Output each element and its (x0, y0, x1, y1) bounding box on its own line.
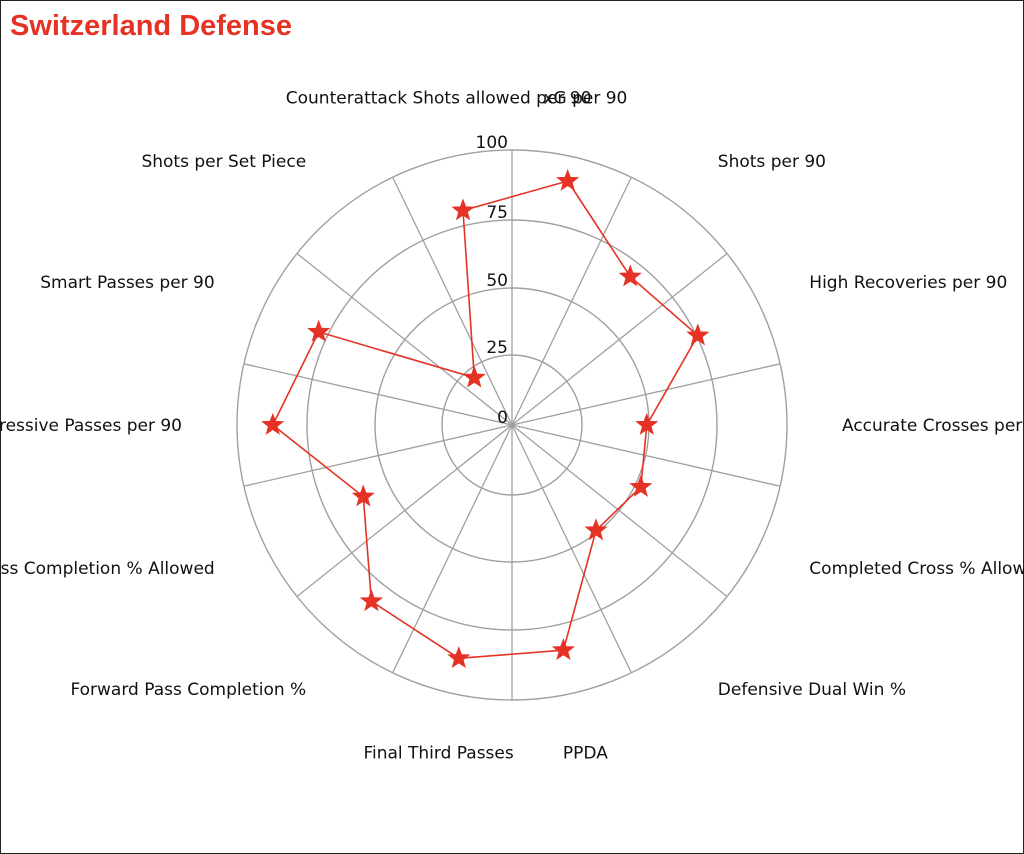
grid-spoke-5 (511, 424, 781, 487)
category-label: Forward Pass Completion % (70, 680, 306, 700)
radial-tick-label: 100 (476, 133, 508, 153)
grid-spoke-12 (243, 363, 513, 426)
grid-spoke-9 (392, 424, 513, 674)
category-label: Final Third Passes (363, 744, 513, 764)
grid-spoke-11 (243, 424, 513, 487)
data-point-star (635, 412, 659, 435)
grid-spoke-10 (296, 424, 513, 597)
radial-tick-label: 75 (486, 203, 508, 223)
data-point-star (359, 589, 384, 612)
chart-title: Switzerland Defense (10, 10, 293, 42)
data-point-star (462, 365, 486, 388)
category-label: Shots per 90 (718, 152, 826, 172)
data-point-star (447, 646, 471, 669)
data-point-star (629, 474, 653, 497)
data-point-star (261, 412, 285, 435)
data-point-star (307, 319, 331, 342)
data-point-star (451, 198, 475, 221)
grid-spoke-3 (511, 253, 728, 426)
series-switzerland (261, 168, 710, 669)
category-labels: xG per 90 Shots per 90 High Recoveries per… (0, 88, 1024, 763)
category-label: High Recoveries per 90 (809, 273, 1007, 293)
data-point-star (351, 484, 375, 507)
data-point-star (551, 638, 576, 661)
category-label: Completed Cross % Allowed (809, 559, 1024, 579)
radial-tick-label: 25 (486, 338, 508, 358)
series-line (271, 180, 699, 660)
radial-tick-label: 50 (486, 271, 508, 291)
category-label: Shots per Set Piece (141, 152, 306, 172)
grid-spoke-7 (511, 424, 632, 674)
radial-ticks: 0 25 50 75 100 (476, 133, 508, 428)
radial-tick-label: 0 (497, 408, 508, 428)
category-label: Accurate Crosses per 90 (842, 416, 1024, 436)
category-label: PPDA (563, 744, 608, 764)
radar-grid (236, 149, 788, 701)
category-label: Smart Passes per 90 (40, 273, 214, 293)
data-point-star (686, 323, 710, 346)
category-label: Progressive Passes per 90 (0, 416, 182, 436)
category-label: Long Pass Completion % Allowed (0, 559, 215, 579)
grid-spoke-4 (511, 363, 781, 426)
category-label: xG per 90 (543, 88, 627, 108)
category-label: Defensive Dual Win % (718, 680, 906, 700)
data-point-star (584, 518, 608, 541)
data-point-star (556, 168, 580, 191)
category-label: Counterattack Shots allowed per 90 (286, 88, 592, 108)
grid-spoke-2 (511, 176, 632, 426)
data-point-star (618, 264, 642, 287)
grid-spoke-13 (296, 253, 513, 426)
grid-spoke-6 (511, 424, 728, 597)
grid-spoke-14 (392, 176, 513, 426)
